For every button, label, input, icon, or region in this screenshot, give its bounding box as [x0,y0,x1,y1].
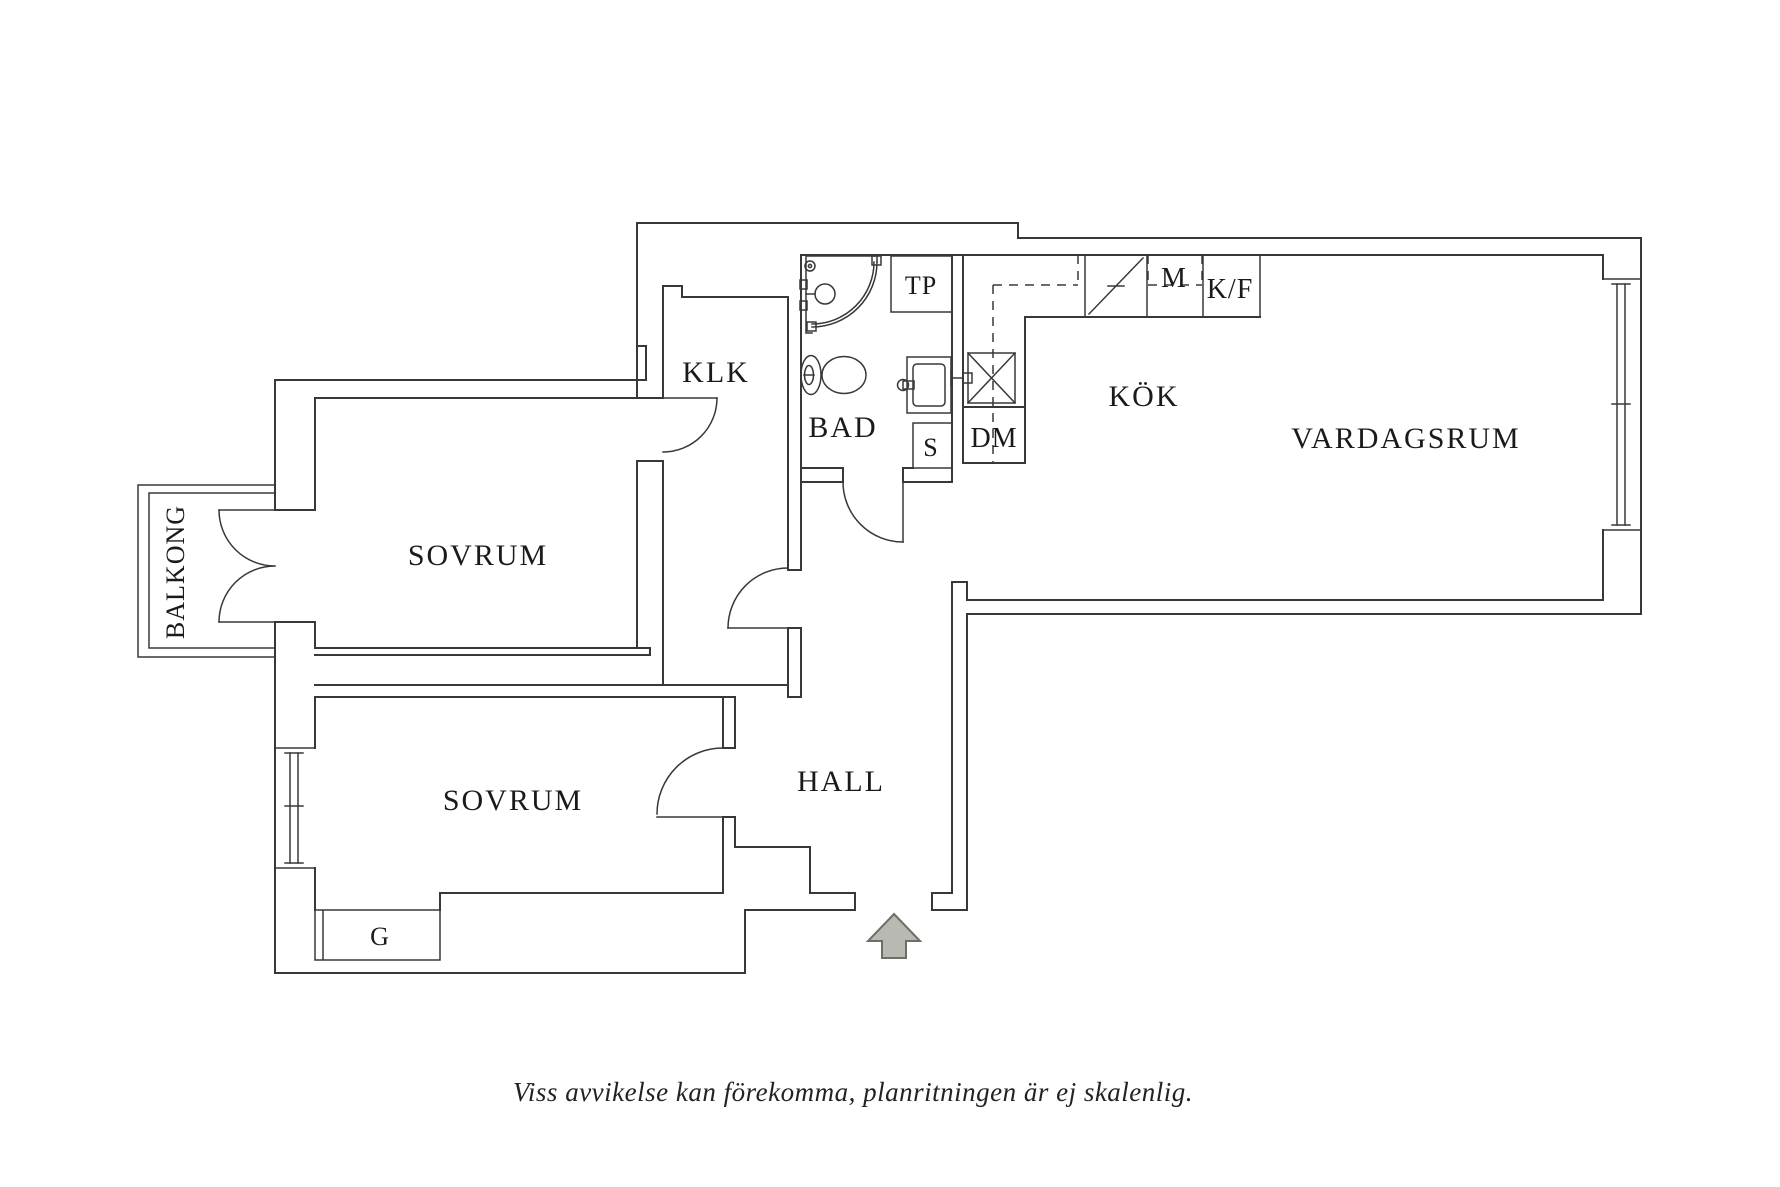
label-garderob: G [370,922,390,951]
door-icon-klk [662,397,718,453]
balcony-railing [137,484,276,658]
fixture-labels: TP S DM M K/F [905,263,1254,462]
exterior-walls [274,222,1642,974]
sink-icon-bad [896,356,952,414]
disclaimer-text: Viss avvikelse kan förekomma, planritnin… [513,1077,1193,1107]
entrance-arrow-icon [865,912,923,959]
toilet-icon [800,354,867,396]
kitchen-counter [962,254,1261,464]
door-icon-sovrum2 [656,747,724,818]
overhead-cabinet-dashes [992,255,1203,463]
interior-walls [314,254,1604,911]
door-icon-bad [842,481,904,543]
s-closet-box [912,422,953,469]
shower-icon [799,255,882,334]
g-closet-box [314,909,441,961]
label-s: S [923,433,938,462]
label-sovrum-2: SOVRUM [443,784,583,817]
stove-icon [1087,256,1145,316]
label-bad: BAD [808,411,877,444]
label-balkong: BALKONG [161,505,190,639]
balcony-door-icon [218,509,316,623]
label-klk: KLK [682,356,750,389]
label-sovrum-1: SOVRUM [408,539,548,572]
label-dm: DM [970,423,1017,454]
label-hall: HALL [797,765,885,798]
sink-icon-kok [950,351,1017,405]
label-kf: K/F [1207,274,1254,305]
door-icon-hall-klk [727,567,789,629]
label-m: M [1161,263,1187,294]
room-labels: BALKONG SOVRUM SOVRUM KLK BAD HALL KÖK V… [161,356,1521,951]
label-tp: TP [905,271,937,300]
label-vardagsrum: VARDAGSRUM [1291,422,1521,455]
window-icon-vardagsrum [1602,278,1642,531]
tp-closet-box [890,255,953,313]
label-kok: KÖK [1109,380,1180,413]
window-icon-sovrum2 [274,747,316,869]
